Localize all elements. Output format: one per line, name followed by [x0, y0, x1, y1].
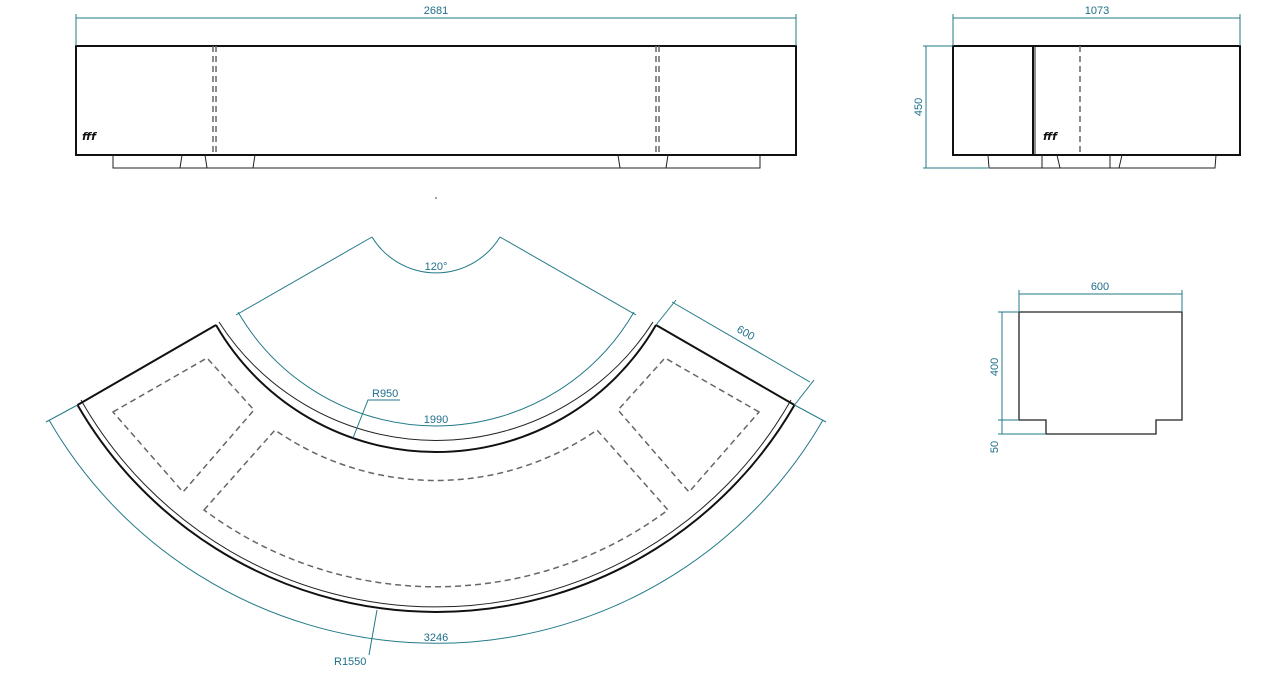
inner-arc-length-label: 1990 [424, 414, 448, 426]
dimension-line [671, 301, 811, 383]
section-base-label: 50 [989, 441, 1001, 453]
width-dimension-label: 1073 [1085, 5, 1109, 17]
extension-line [235, 236, 373, 316]
inner-radius-label: R950 [372, 388, 398, 400]
center-mark [435, 197, 437, 199]
left-hidden-pad [111, 357, 256, 494]
extension-line [655, 299, 677, 326]
inner-arc-edge [218, 321, 654, 441]
section-view: 600 400 50 [989, 281, 1183, 453]
right-hidden-pad [616, 357, 761, 494]
outer-radius-label: R1550 [334, 656, 366, 668]
angle-dimension-arc [371, 236, 501, 274]
height-dimension-label: 450 [913, 98, 925, 116]
leader-line [368, 609, 378, 656]
right-end [655, 324, 796, 406]
left-end [76, 324, 217, 406]
section-outline [1018, 311, 1183, 435]
inner-arc-dimension [237, 311, 635, 427]
angle-dimension-label: 120° [425, 261, 448, 273]
front-base [112, 155, 761, 169]
outer-arc-length-label: 3246 [424, 632, 448, 644]
side-body-outline [952, 45, 1241, 156]
extension-line [499, 236, 637, 316]
brand-logo: fff [1043, 130, 1058, 143]
section-height-label: 400 [989, 358, 1001, 376]
side-view: fff 1073 450 [913, 5, 1241, 169]
brand-logo: fff [82, 130, 97, 143]
inner-arc [215, 324, 657, 453]
front-view: fff 2681 [75, 5, 797, 169]
front-body-outline [75, 45, 797, 156]
center-hidden-pad [202, 429, 670, 588]
width-dimension-label: 2681 [424, 5, 448, 17]
outer-arc-dimension [48, 419, 824, 644]
extension-line [794, 404, 827, 423]
extension-line [45, 404, 78, 423]
side-base [987, 154, 1217, 169]
outer-arc-edge [80, 399, 792, 608]
base-feet [179, 154, 669, 169]
leader-line [352, 399, 400, 439]
plan-view: 120° 1990 R950 600 3246 R1550 [45, 236, 827, 668]
extension-line [794, 379, 815, 406]
section-width-label: 600 [1091, 281, 1109, 293]
outer-arc [76, 404, 796, 613]
